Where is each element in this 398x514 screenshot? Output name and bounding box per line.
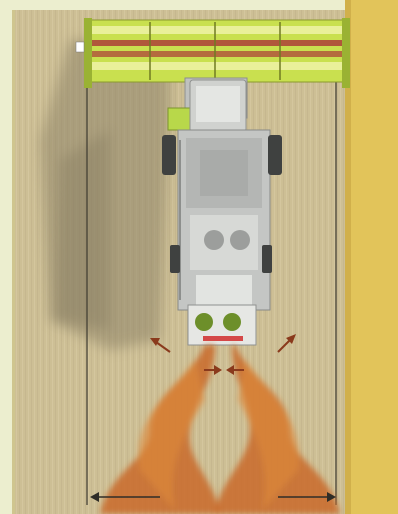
rear-spreader (187, 304, 257, 346)
chaff-trails (100, 345, 340, 514)
field-left-edge (12, 10, 15, 514)
cutting-width-lines (86, 60, 337, 505)
spread-arrows (150, 334, 296, 375)
header-cutter-bar (75, 18, 350, 88)
cab (167, 79, 247, 133)
wheels (162, 135, 282, 273)
width-arrows (90, 492, 336, 502)
combine-body (177, 129, 271, 311)
standing-crop (345, 0, 398, 514)
